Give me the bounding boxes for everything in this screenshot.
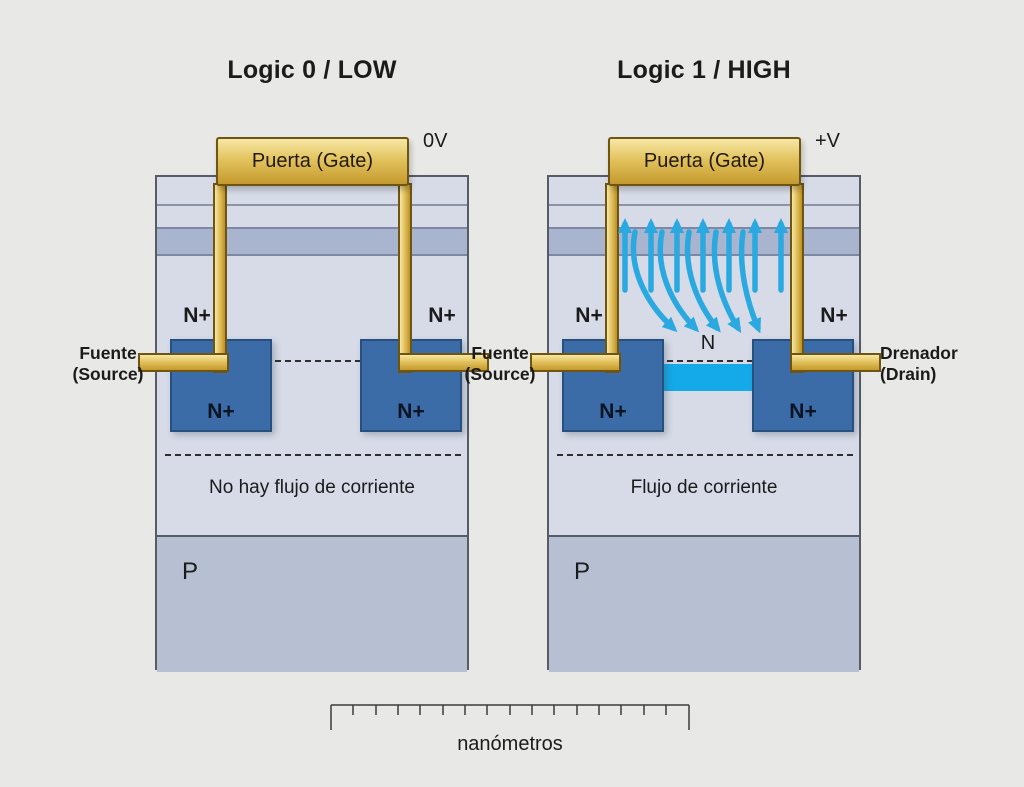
source-terminal-line2: (Source) [72, 364, 144, 384]
depletion-dashed-line [557, 454, 853, 456]
drain-contact-bar [790, 353, 881, 372]
current-flow-text: Flujo de corriente [630, 477, 778, 498]
oxide-layer-line [157, 204, 467, 206]
junction-dashed-line [165, 360, 461, 362]
n-channel [664, 364, 752, 391]
current-flow-text: No hay flujo de corriente [209, 477, 415, 498]
junction-dashed-line [557, 360, 853, 362]
gate-conductor-right [398, 183, 412, 373]
depletion-dashed-line [165, 454, 461, 456]
drain-terminal-label: Drenador (Drain) [880, 343, 1010, 385]
source-contact-bar [530, 353, 621, 372]
gate-electrode: Puerta (Gate) [608, 137, 801, 186]
source-terminal-label: Fuente (Source) [49, 343, 167, 385]
source-terminal-line1: Fuente [79, 343, 137, 363]
nplus-top-label-right: N+ [428, 304, 456, 327]
gate-voltage-label: 0V [423, 130, 448, 152]
p-substrate-label: P [574, 558, 591, 585]
p-substrate-region [157, 535, 467, 672]
channel-label: N [700, 332, 716, 354]
scale-ruler [330, 704, 690, 730]
diagram-title-low: Logic 0 / LOW [227, 56, 397, 84]
gate-electrode: Puerta (Gate) [216, 137, 409, 186]
nplus-top-label-left: N+ [575, 304, 603, 327]
source-terminal-label: Fuente (Source) [441, 343, 559, 385]
drain-terminal-line1: Drenador [880, 343, 958, 363]
p-substrate-region [549, 535, 859, 672]
drain-contact-bar [398, 353, 489, 372]
oxide-layer-line [549, 204, 859, 206]
drain-terminal-line2: (Drain) [880, 364, 937, 384]
source-terminal-line1: Fuente [471, 343, 529, 363]
source-terminal-line2: (Source) [464, 364, 536, 384]
nplus-top-label-left: N+ [183, 304, 211, 327]
insulator-band [157, 227, 467, 256]
scale-unit-label: nanómetros [457, 733, 563, 755]
gate-voltage-label: +V [815, 130, 841, 152]
nplus-top-label-right: N+ [820, 304, 848, 327]
p-substrate-label: P [182, 558, 199, 585]
gate-conductor-left [213, 183, 227, 373]
electron-flow-arrows [618, 218, 788, 334]
transistor-diagram-high: Logic 1 / HIGH N+ N+ Puerta (Gate) +V [407, 50, 1011, 710]
transistor-diagram-low: Logic 0 / LOW N+ N+ Puerta (Gate) 0V N+ … [15, 50, 619, 710]
diagram-title-high: Logic 1 / HIGH [617, 56, 791, 84]
source-contact-bar [138, 353, 229, 372]
